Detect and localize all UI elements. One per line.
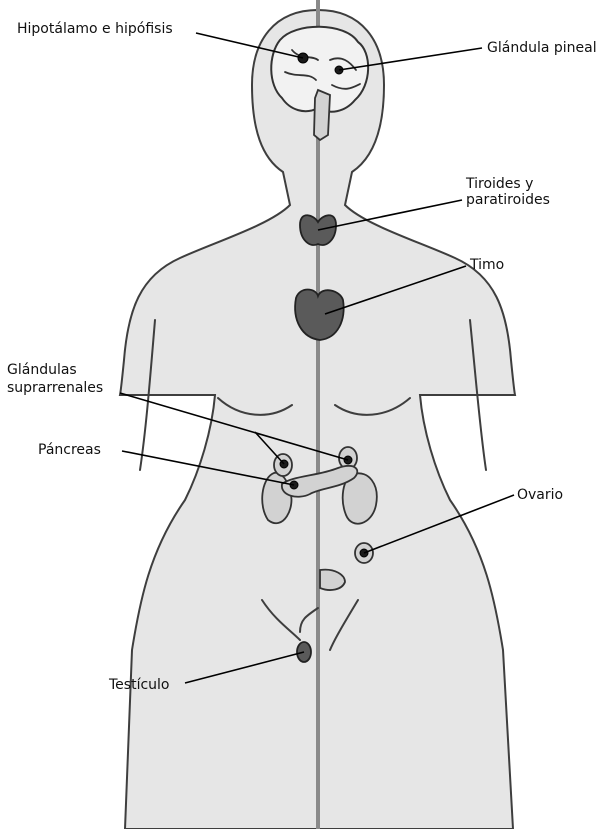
label-suprarrenales-line1: Glándulas <box>7 362 77 379</box>
label-suprarrenales-line2: suprarrenales <box>7 380 103 397</box>
label-tiroides-line2: paratiroides <box>466 192 550 209</box>
label-pineal: Glándula pineal <box>487 40 597 57</box>
label-timo: Timo <box>470 257 504 274</box>
label-tiroides-line1: Tiroides y <box>466 176 533 193</box>
label-ovario: Ovario <box>517 487 563 504</box>
label-testiculo: Testículo <box>109 677 169 694</box>
label-pancreas: Páncreas <box>38 442 101 459</box>
label-hipotalamo: Hipotálamo e hipófisis <box>17 21 173 38</box>
brainstem <box>314 90 330 140</box>
